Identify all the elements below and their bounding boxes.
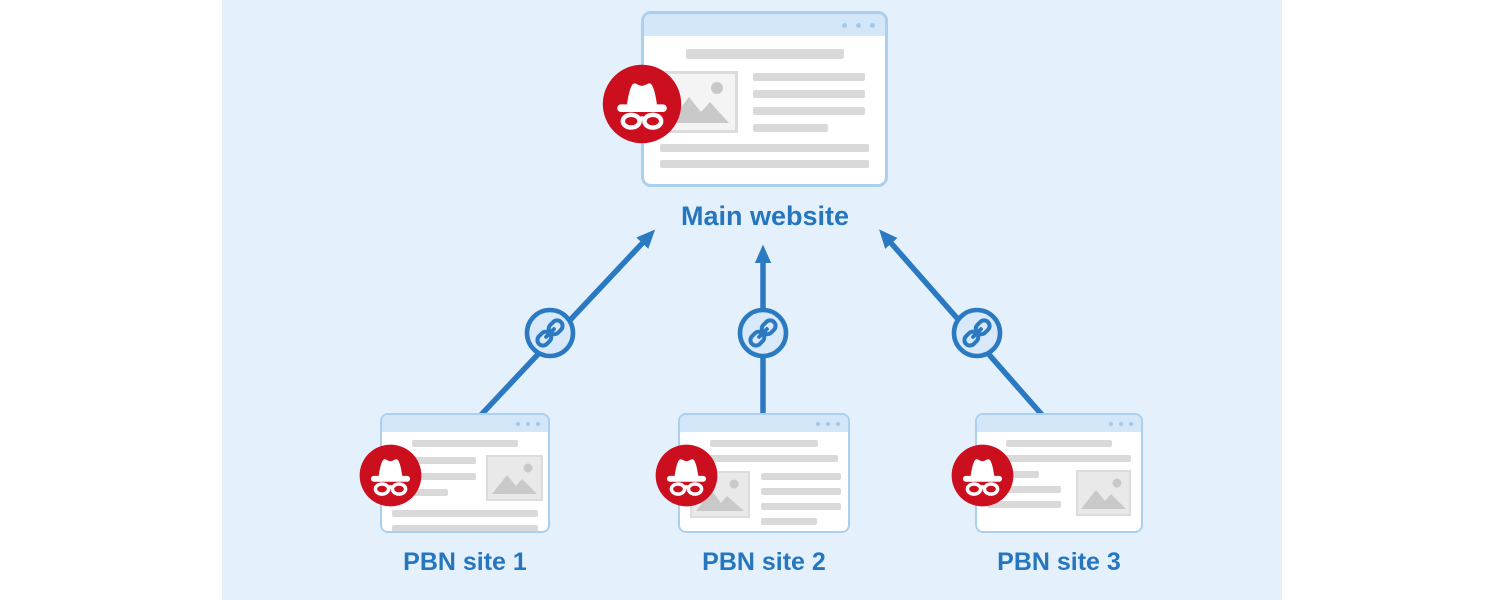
- skeleton-line: [660, 160, 869, 168]
- skeleton-line: [753, 90, 865, 98]
- window-dot-icon: [842, 22, 847, 28]
- page-skeleton: [382, 432, 548, 531]
- skeleton-title-bar: [710, 440, 818, 447]
- window-dot-icon: [536, 421, 540, 426]
- browser-header: [382, 415, 548, 432]
- browser-header: [644, 14, 885, 36]
- incognito-icon: [655, 444, 718, 507]
- window-dot-icon: [526, 421, 530, 426]
- skeleton-line: [392, 457, 476, 464]
- skeleton-line: [753, 124, 828, 132]
- link-icon: [524, 307, 576, 359]
- window-dot-icon: [1109, 421, 1113, 426]
- skeleton-line: [660, 144, 869, 152]
- skeleton-line: [761, 518, 817, 525]
- window-dot-icon: [836, 421, 840, 426]
- window-dot-icon: [1129, 421, 1133, 426]
- skeleton-title-bar: [1006, 440, 1112, 447]
- window-dot-icon: [870, 22, 875, 28]
- skeleton-line: [690, 455, 838, 462]
- skeleton-line: [987, 486, 1061, 493]
- skeleton-line: [987, 501, 1061, 508]
- skeleton-line: [392, 510, 538, 517]
- window-dot-icon: [516, 421, 520, 426]
- skeleton-line: [987, 455, 1131, 462]
- incognito-icon: [602, 64, 682, 144]
- pbn-site-1-label: PBN site 1: [403, 548, 527, 576]
- skeleton-line: [392, 489, 448, 496]
- skeleton-line: [761, 488, 841, 495]
- skeleton-line: [392, 525, 538, 531]
- skeleton-title-bar: [685, 49, 844, 59]
- window-dot-icon: [816, 421, 820, 426]
- main-website-label: Main website: [680, 201, 850, 231]
- browser-header: [680, 415, 848, 432]
- skeleton-line: [753, 73, 865, 81]
- window-dot-icon: [1119, 421, 1123, 426]
- link-icon: [951, 307, 1003, 359]
- incognito-icon: [951, 444, 1014, 507]
- incognito-icon: [359, 444, 422, 507]
- pbn-site-3-label: PBN site 3: [997, 548, 1121, 576]
- skeleton-line: [761, 503, 841, 510]
- pbn-site-2-label: PBN site 2: [702, 548, 826, 576]
- link-icon: [737, 307, 789, 359]
- skeleton-line: [753, 107, 865, 115]
- skeleton-line: [761, 473, 841, 480]
- image-placeholder-icon: [1076, 470, 1131, 516]
- window-dot-icon: [826, 421, 830, 426]
- skeleton-title-bar: [412, 440, 518, 447]
- browser-header: [977, 415, 1141, 432]
- window-dot-icon: [856, 22, 861, 28]
- page-skeleton: [977, 432, 1141, 521]
- image-placeholder-icon: [486, 455, 543, 501]
- skeleton-line: [392, 473, 476, 480]
